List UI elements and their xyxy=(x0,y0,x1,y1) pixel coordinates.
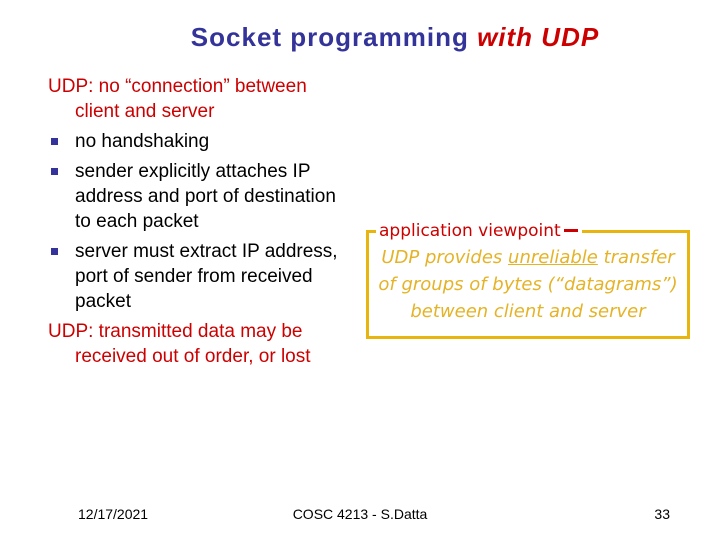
page-title: Socket programming with UDP xyxy=(70,22,720,53)
viewpoint-text-line: between client and server xyxy=(410,301,646,322)
paragraph-udp-transmitted: UDP: transmitted data may be received ou… xyxy=(48,319,383,369)
paragraph-line: UDP: no “connection” between xyxy=(48,76,307,97)
bullet-line: to each packet xyxy=(75,211,199,232)
footer-page-number: 33 xyxy=(654,506,670,522)
underlined-word: unreliable xyxy=(508,247,598,268)
label-dash xyxy=(563,229,578,232)
viewpoint-line1-pre: UDP provides xyxy=(381,247,509,268)
bullet-line: no handshaking xyxy=(75,131,210,152)
bullet-item-server-extract: server must extract IP address, port of … xyxy=(48,239,383,314)
body-text: UDP: no “connection” between client and … xyxy=(48,74,383,369)
bullet-item-no-handshaking: no handshaking xyxy=(48,129,383,154)
viewpoint-box-label: application viewpoint xyxy=(376,220,582,242)
footer-date: 12/17/2021 xyxy=(78,506,149,522)
viewpoint-box-text: UDP provides unreliable transfer of grou… xyxy=(369,244,687,325)
bullet-line: address and port of destination xyxy=(75,186,336,207)
footer-course: COSC 4213 - S.Datta xyxy=(292,506,428,522)
paragraph-udp-connection: UDP: no “connection” between client and … xyxy=(48,74,383,124)
title-accent: with UDP xyxy=(477,22,600,52)
paragraph-line: received out of order, or lost xyxy=(75,346,311,367)
paragraph-line: UDP: transmitted data may be xyxy=(48,321,303,342)
bullet-square-icon xyxy=(51,138,58,145)
viewpoint-text-line: of groups of bytes (“datagrams”) xyxy=(378,274,678,295)
bullet-line: packet xyxy=(75,291,131,312)
bullet-line: sender explicitly attaches IP xyxy=(75,161,311,182)
viewpoint-label-text: application viewpoint xyxy=(379,221,561,241)
paragraph-line: client and server xyxy=(75,101,215,122)
application-viewpoint-box: application viewpoint UDP provides unrel… xyxy=(366,220,690,339)
bullet-line: port of sender from received xyxy=(75,266,313,287)
title-main: Socket programming xyxy=(190,22,478,52)
viewpoint-text-line: UDP provides unreliable transfer xyxy=(369,244,687,271)
bullet-line: server must extract IP address, xyxy=(75,241,338,262)
bullet-square-icon xyxy=(51,168,58,175)
bullet-list: no handshaking sender explicitly attache… xyxy=(48,129,383,314)
viewpoint-line1-post: transfer xyxy=(597,247,675,268)
bullet-square-icon xyxy=(51,248,58,255)
bullet-item-sender-attaches: sender explicitly attaches IP address an… xyxy=(48,159,383,234)
